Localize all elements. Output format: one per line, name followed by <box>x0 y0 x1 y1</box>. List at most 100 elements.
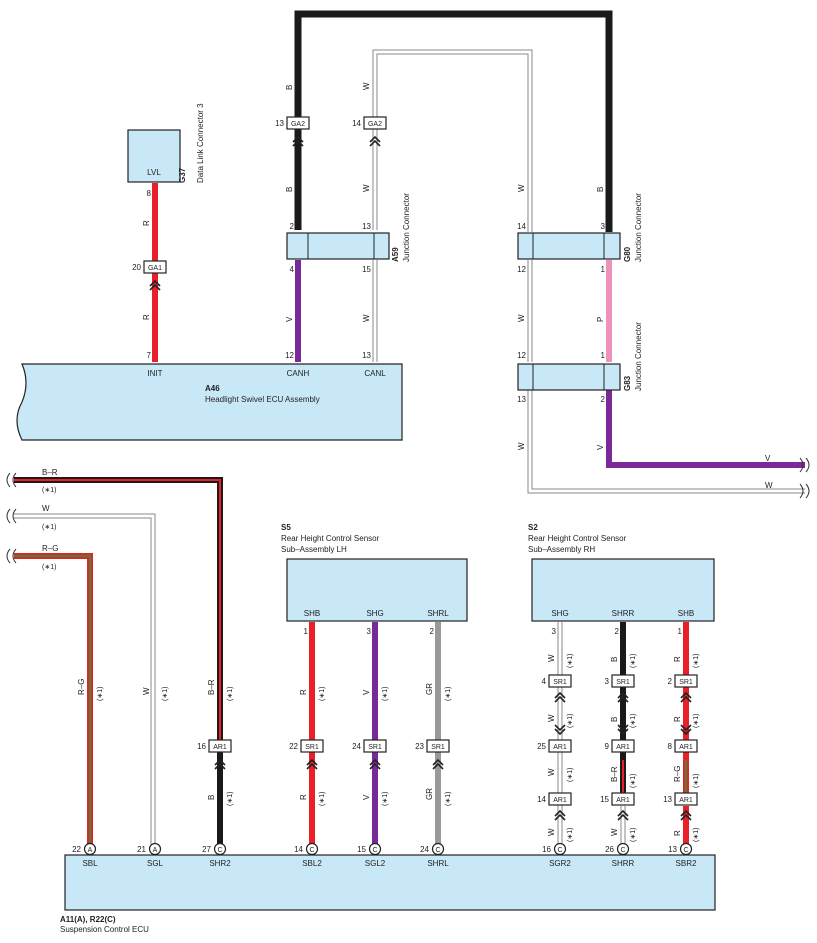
pin-number: 3 <box>367 627 372 636</box>
ecu-connector-marker-label: A <box>153 847 158 854</box>
note-label: (∗1) <box>319 687 326 701</box>
wire-color-label: R–G <box>673 766 682 782</box>
connector-box <box>611 739 635 753</box>
wire-color-label: R <box>142 314 151 320</box>
wire-color-label: R <box>673 830 682 836</box>
a59-junction: A59 Junction Connector <box>286 193 411 262</box>
pin-number: 12 <box>517 265 526 274</box>
ecu-connector-marker <box>616 842 630 856</box>
ecu-pin-sgl2: SGL2 <box>365 859 386 868</box>
connector-box <box>426 739 450 753</box>
pin-number: 13 <box>517 395 526 404</box>
note-label: (∗1) <box>630 828 637 842</box>
ecu-name: Suspension Control ECU <box>60 925 149 934</box>
pin-number: 3 <box>601 222 606 231</box>
pin-number: 2 <box>601 395 606 404</box>
connector-label: AR1 <box>553 797 567 804</box>
g83-name: Junction Connector <box>634 322 643 391</box>
s5-id: S5 <box>281 523 291 532</box>
connector-label: GA1 <box>148 265 162 272</box>
wire-color-label: R <box>142 220 151 226</box>
pin-number: 2 <box>615 627 620 636</box>
ecu-connector-marker <box>213 842 227 856</box>
wire-color-label: B–R <box>610 766 619 782</box>
connector-box <box>286 116 310 130</box>
connector-pin-number: 22 <box>289 742 298 751</box>
connector-label: SR1 <box>431 744 445 751</box>
ecu-pin-number: 26 <box>605 845 614 854</box>
ecu-connector-marker-label: C <box>435 847 440 854</box>
s2-sensor: S2 Rear Height Control Sensor Sub–Assemb… <box>528 523 715 622</box>
note-label: (∗1) <box>42 487 56 494</box>
ecu-pin-number: 21 <box>137 845 146 854</box>
wire-color-label: W <box>362 184 371 192</box>
s2-pin-shg: SHG <box>551 609 568 618</box>
connector-box <box>143 260 167 274</box>
note-label: (∗1) <box>97 687 104 701</box>
ecu-connector-marker <box>148 842 162 856</box>
pin-number: 13 <box>362 351 371 360</box>
wire-color-label: B <box>596 187 605 192</box>
connector-label: SR1 <box>679 679 693 686</box>
mating-chevron-icon <box>432 758 444 770</box>
connector-pin-number: 25 <box>537 742 546 751</box>
wire-color-label: B–R <box>207 679 216 695</box>
note-label: (∗1) <box>567 768 574 782</box>
connector-box <box>611 674 635 688</box>
pin-number: 1 <box>601 265 606 274</box>
wire-color-label: R <box>673 716 682 722</box>
g80-junction: G80 Junction Connector <box>517 193 643 262</box>
ecu-pin-sbl2: SBL2 <box>302 859 322 868</box>
wire-w-loop <box>372 49 533 232</box>
ecu-connector-marker-label: C <box>309 847 314 854</box>
wire-color-label: W <box>547 828 556 836</box>
connector-box <box>363 116 387 130</box>
ecu-connector-marker <box>553 842 567 856</box>
wire-color-label: R–G <box>42 544 58 553</box>
pin-number: 2 <box>290 222 295 231</box>
connector-box <box>548 739 572 753</box>
s5-sensor: S5 Rear Height Control Sensor Sub–Assemb… <box>281 523 468 622</box>
ecu-id: A11(A), R22(C) <box>60 915 116 924</box>
wire-color-label: V <box>362 689 371 695</box>
pin-number: 13 <box>275 119 284 128</box>
a46-ecu: INIT CANH CANL A46 Headlight Swivel ECU … <box>16 363 403 441</box>
wire-color-label: B <box>285 85 294 90</box>
wire-color-label: W <box>765 481 773 490</box>
ecu-connector-marker-label: C <box>372 847 377 854</box>
wire-color-label: B–R <box>42 468 58 477</box>
ecu-pin-number: 22 <box>72 845 81 854</box>
ecu-pin-sgr2: SGR2 <box>549 859 571 868</box>
wire-color-label: V <box>362 794 371 800</box>
ecu-pin-number: 15 <box>357 845 366 854</box>
note-label: (∗1) <box>445 687 452 701</box>
wire-b-loop <box>294 10 613 232</box>
g37-pin-label: LVL <box>147 168 161 177</box>
connector-box <box>208 739 232 753</box>
g37-name: Data Link Connector 3 <box>196 103 205 183</box>
mating-chevron-icon <box>554 691 566 703</box>
g80-id: G80 <box>623 246 632 262</box>
note-label: (∗1) <box>630 714 637 728</box>
connector-box <box>674 739 698 753</box>
a46-pin-init: INIT <box>147 369 162 378</box>
note-label: (∗1) <box>693 774 700 788</box>
s2-pin-shrr: SHRR <box>612 609 635 618</box>
wire-color-label: V <box>285 316 294 322</box>
s5-name-1: Rear Height Control Sensor <box>281 534 380 543</box>
connector-pin-number: 23 <box>415 742 424 751</box>
ecu-pin-number: 13 <box>668 845 677 854</box>
connector-label: AR1 <box>553 744 567 751</box>
suspension-ecu: SBL SGL SHR2 SBL2 SGL2 SHRL SGR2 SHRR SB… <box>60 854 716 934</box>
wire-v-out <box>606 390 805 468</box>
wire-color-label: W <box>547 714 556 722</box>
connector-label: SR1 <box>305 744 319 751</box>
connector-label: AR1 <box>679 797 693 804</box>
s5-pin-shg: SHG <box>366 609 383 618</box>
pin-number: 13 <box>362 222 371 231</box>
connector-pin-number: 24 <box>352 742 361 751</box>
wire-color-label: W <box>517 184 526 192</box>
wire-color-label: W <box>517 314 526 322</box>
a59-id: A59 <box>391 247 400 262</box>
note-label: (∗1) <box>693 714 700 728</box>
